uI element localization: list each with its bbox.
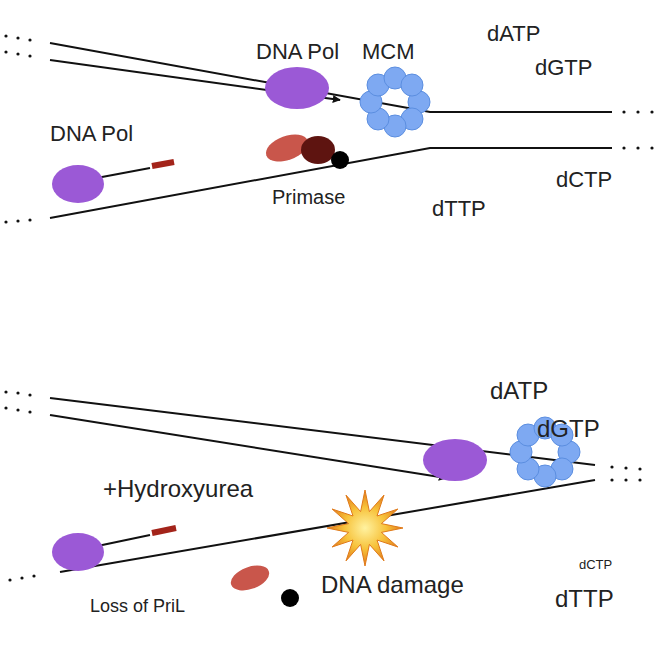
label: dATP bbox=[490, 378, 548, 404]
label: DNA Pol bbox=[256, 40, 339, 64]
primase-subunit bbox=[227, 561, 272, 595]
mcm-helicase bbox=[360, 67, 430, 137]
label: Loss of PriL bbox=[90, 597, 185, 617]
template-strand bbox=[50, 398, 595, 465]
dna-strands bbox=[50, 43, 612, 572]
primase-subunit bbox=[331, 151, 349, 169]
label: DNA Pol bbox=[50, 122, 133, 146]
label: Primase bbox=[272, 186, 345, 208]
label: dGTP bbox=[535, 56, 592, 80]
label: dCTP bbox=[579, 558, 612, 572]
label: dGTP bbox=[537, 416, 600, 442]
mcm-subunit bbox=[401, 74, 423, 96]
dna-polymerase bbox=[52, 165, 104, 203]
label: +Hydroxyurea bbox=[103, 476, 253, 502]
rna-primer bbox=[152, 528, 176, 533]
label: DNA damage bbox=[321, 572, 464, 598]
damage-burst bbox=[327, 490, 403, 566]
dna-polymerase bbox=[423, 439, 487, 481]
primase-subunit bbox=[281, 589, 299, 607]
label: MCM bbox=[362, 40, 415, 64]
leading-strand bbox=[50, 415, 446, 478]
label: dATP bbox=[487, 22, 540, 46]
dna-polymerase bbox=[265, 67, 329, 109]
label: dTTP bbox=[555, 586, 614, 612]
rna-primer bbox=[152, 162, 174, 166]
primase-subunit bbox=[301, 136, 335, 164]
continuation-dots bbox=[4, 34, 653, 581]
label: dTTP bbox=[432, 197, 486, 221]
label: dCTP bbox=[556, 168, 612, 192]
dna-polymerase bbox=[52, 533, 104, 571]
